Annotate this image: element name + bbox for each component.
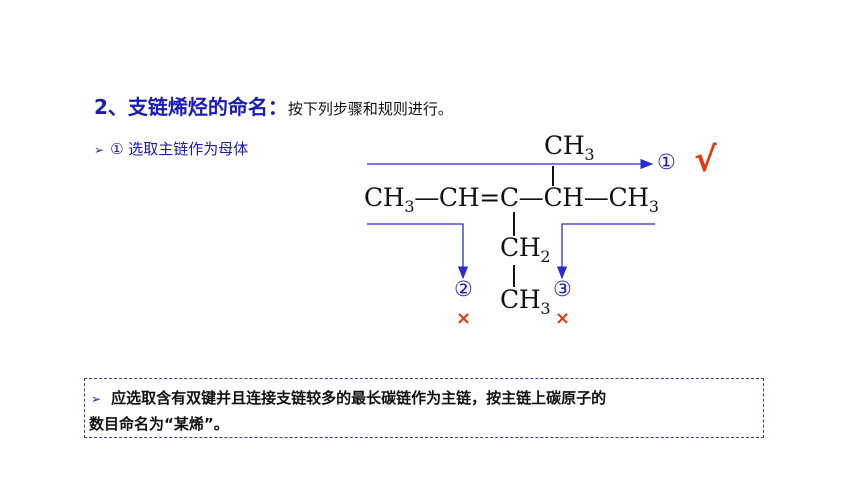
step-text: ① 选取主链作为母体 [110,140,249,158]
chain2-arrow [367,223,469,280]
chain3-arrow [556,223,655,280]
cross-icon: × [555,308,571,329]
ethyl-ch3: CH3 [500,285,551,318]
chain1-label: ① [657,150,676,174]
chain2-label: ② [454,277,473,301]
ethyl-ch2: CH2 [500,233,551,266]
main-chain: CH3—CH=C—CH—CH3 [364,183,659,216]
heading-title: 支链烯烃的命名： [127,95,288,119]
top-methyl: CH3 [544,131,595,164]
bullet-arrow-icon: ➢ [91,392,102,406]
ch2-bond [513,212,515,236]
note-line-1: ➢应选取含有双键并且连接支链较多的最长碳链作为主链，按主链上碳原子的 [91,389,607,407]
heading-description: 按下列步骤和规则进行。 [287,100,453,118]
note-line-2: 数目命名为“某烯”。 [89,415,229,433]
ch3-bond [513,265,515,287]
chain3-label: ③ [553,277,572,301]
rule-note-box: ➢应选取含有双键并且连接支链较多的最长碳链作为主链，按主链上碳原子的 数目命名为… [84,378,764,438]
check-icon: √ [694,140,717,180]
section-heading: 2、支链烯烃的命名：按下列步骤和规则进行。 [94,91,453,120]
cross-icon: × [456,308,472,329]
step-item: ➢ ① 选取主链作为母体 [94,138,248,159]
bullet-arrow-icon: ➢ [94,143,105,157]
top-bond [552,166,554,186]
heading-number: 2、 [94,95,128,119]
